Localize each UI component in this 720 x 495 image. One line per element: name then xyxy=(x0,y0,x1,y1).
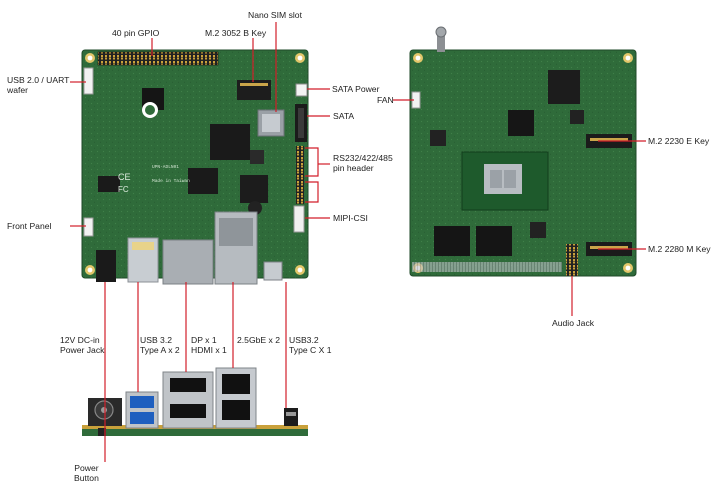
dc-jack-top xyxy=(96,250,116,282)
usb-c-top xyxy=(263,261,283,281)
label-dp-hdmi: DP x 1 HDMI x 1 xyxy=(191,335,227,355)
usb-c-io xyxy=(284,408,298,426)
label-rs232-header: RS232/422/485 pin header xyxy=(333,153,393,173)
mipi-connector xyxy=(293,205,305,233)
label-audio-jack: Audio Jack xyxy=(552,318,595,328)
label-m2-2280-m-key: M.2 2280 M Key xyxy=(648,244,711,254)
front-panel-header xyxy=(83,217,94,237)
label-40-pin-gpio: 40 pin GPIO xyxy=(112,28,160,38)
label-usb32-type-c: USB3.2 Type C X 1 xyxy=(289,335,332,355)
label-sata-power: SATA Power xyxy=(332,84,380,94)
mounting-holes xyxy=(85,53,305,275)
silkscreen-fc: FC xyxy=(118,185,129,194)
gpio-header xyxy=(97,51,219,66)
left-board-io-view xyxy=(82,367,308,436)
leader-lines xyxy=(70,22,646,462)
usb-uart-wafer xyxy=(83,67,94,95)
label-usb32-type-a: USB 3.2 Type A x 2 xyxy=(140,335,180,355)
power-button-io xyxy=(98,428,106,436)
silkscreen-note: Made in Taiwan xyxy=(152,178,190,184)
label-mipi-csi: MIPI-CSI xyxy=(333,213,368,223)
left-board-top-view: UPN-ADLN01 Made in Taiwan CE FC xyxy=(81,49,309,285)
label-power-button: Power Button xyxy=(74,463,99,483)
label-m2-2230-e-key: M.2 2230 E Key xyxy=(648,136,710,146)
dp-hdmi-top xyxy=(162,239,214,285)
label-usb-uart-wafer: USB 2.0 / UART wafer xyxy=(7,75,70,95)
label-front-panel: Front Panel xyxy=(7,221,52,231)
silkscreen-model: UPN-ADLN01 xyxy=(152,164,179,170)
label-dc-in: 12V DC-in Power Jack xyxy=(60,335,105,355)
rs232-header xyxy=(296,146,304,204)
audio-jack-header xyxy=(566,244,578,276)
label-fan: FAN xyxy=(377,95,394,105)
right-board-bottom-view xyxy=(409,26,637,277)
sata-power-connector xyxy=(295,83,308,97)
label-2-5gbe: 2.5GbE x 2 xyxy=(237,335,280,345)
silkscreen-ce: CE xyxy=(118,172,131,182)
label-sata: SATA xyxy=(333,111,355,121)
label-m2-3052-b-key: M.2 3052 B Key xyxy=(205,28,267,38)
label-nano-sim-slot: Nano SIM slot xyxy=(248,10,302,20)
